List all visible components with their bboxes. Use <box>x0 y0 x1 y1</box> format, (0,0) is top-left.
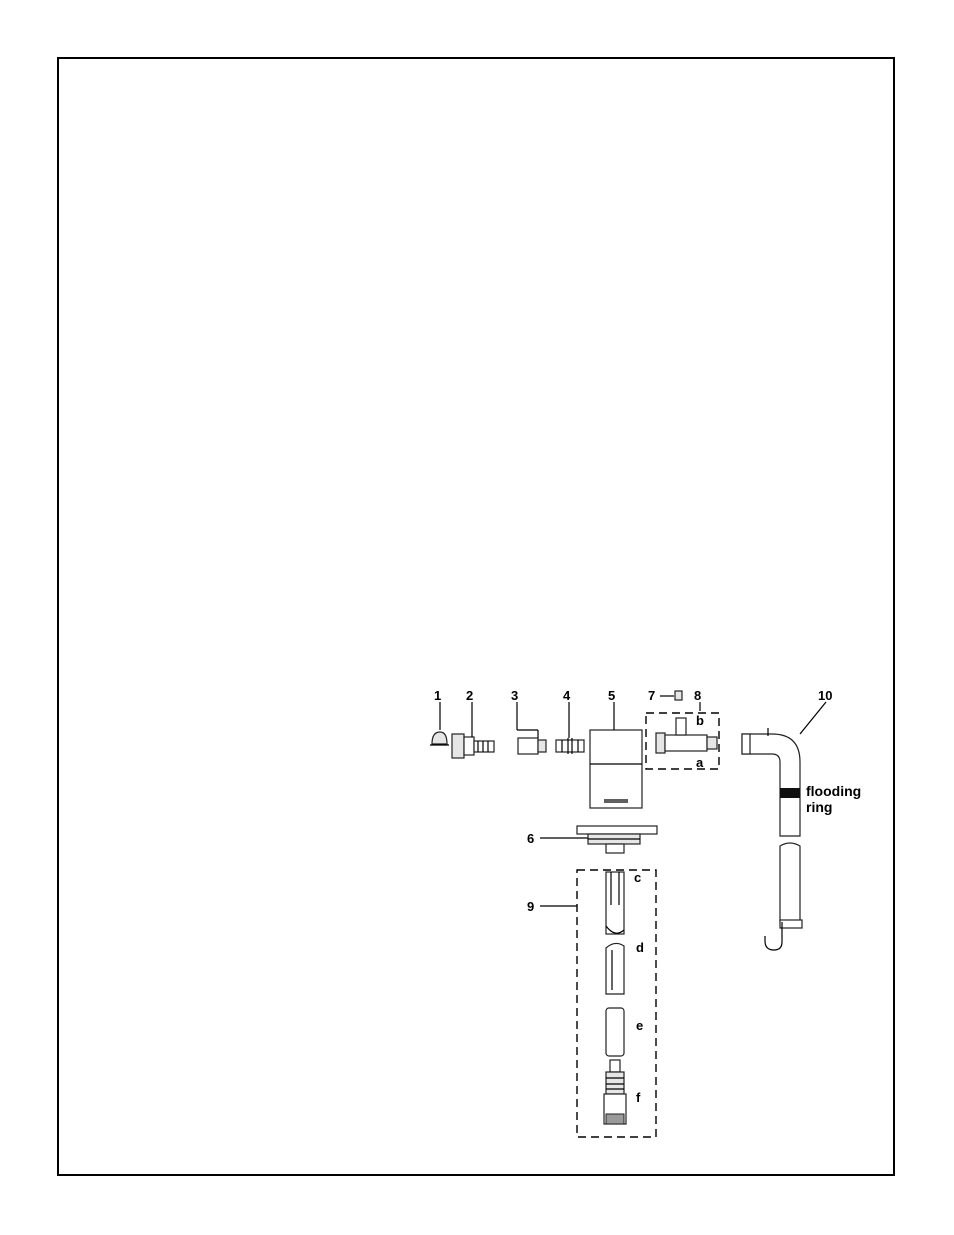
callout-e: e <box>636 1018 643 1033</box>
part-6-adapter-plate <box>540 826 657 853</box>
callout-10: 10 <box>818 688 832 703</box>
callout-7: 7 <box>648 688 655 703</box>
callout-9: 9 <box>527 899 534 914</box>
callout-b: b <box>696 713 704 728</box>
callout-f: f <box>636 1090 641 1105</box>
part-7-small-cap <box>660 691 682 700</box>
part-2-hose-adapter <box>452 702 494 758</box>
callout-8: 8 <box>694 688 701 703</box>
callout-2: 2 <box>466 688 473 703</box>
part-5-valve-body <box>590 702 642 808</box>
flooding-ring-label-line2: ring <box>806 799 832 815</box>
callout-a: a <box>696 755 704 770</box>
callout-d: d <box>636 940 644 955</box>
callout-4: 4 <box>563 688 571 703</box>
part-3-ball-valve <box>517 702 546 754</box>
flooding-ring <box>780 788 800 798</box>
part-4-nipple <box>556 702 584 754</box>
callout-5: 5 <box>608 688 615 703</box>
part-10-return-tube <box>742 702 826 950</box>
part-1-cap <box>430 702 449 745</box>
callout-c: c <box>634 870 641 885</box>
callout-3: 3 <box>511 688 518 703</box>
part-8-tee-assembly <box>646 702 719 769</box>
callout-6: 6 <box>527 831 534 846</box>
callout-1: 1 <box>434 688 441 703</box>
flooding-ring-label-line1: flooding <box>806 783 861 799</box>
